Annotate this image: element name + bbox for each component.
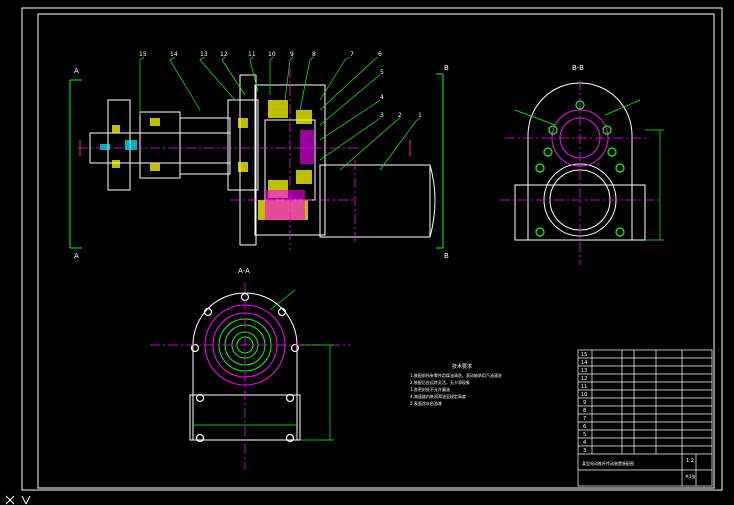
- title-block-sheet: 共1张: [685, 473, 696, 479]
- svg-text:12: 12: [581, 376, 587, 382]
- svg-text:9: 9: [583, 400, 586, 406]
- part-number-1: 1: [418, 112, 422, 119]
- parts-list-numbers: 15 14 13 12 11 10 9 8 7 6 5 4 3: [581, 352, 587, 454]
- svg-text:6: 6: [583, 424, 586, 430]
- title-block-scale: 1:2: [686, 458, 694, 464]
- section-label-b-top: B: [444, 64, 449, 72]
- section-label-a-bottom: A: [74, 252, 79, 260]
- part-number-3: 3: [380, 112, 384, 119]
- view-b-b: B-B: [500, 64, 664, 265]
- part-number-10: 10: [268, 51, 276, 58]
- svg-text:4: 4: [583, 440, 586, 446]
- svg-text:3: 3: [583, 448, 586, 454]
- part-number-9: 9: [290, 51, 294, 58]
- svg-text:14: 14: [581, 360, 587, 366]
- part-number-6: 6: [378, 51, 382, 58]
- part-number-11: 11: [248, 51, 256, 58]
- ucs-cursor-icon: [5, 495, 31, 505]
- part-number-8: 8: [312, 51, 316, 58]
- technical-requirements: 技术要求 1.装配前所有零件用煤油清洗，滚动轴承用汽油清洗 2.装配后应运转灵活…: [410, 363, 502, 406]
- svg-text:5: 5: [583, 432, 586, 438]
- svg-text:13: 13: [581, 368, 587, 374]
- title-block-caption: 某型电动推杆传动装置装配图: [582, 460, 634, 466]
- part-number-13: 13: [200, 51, 208, 58]
- part-number-14: 14: [170, 51, 178, 58]
- part-number-7: 7: [350, 51, 354, 58]
- tech-req-line-5: 5.表面涂灰色油漆: [410, 400, 442, 406]
- svg-text:7: 7: [583, 416, 586, 422]
- tech-req-line-2: 2.装配后应运转灵活，无卡滞现象: [410, 379, 470, 385]
- view-a-a: A-A: [150, 267, 350, 470]
- part-number-5: 5: [380, 69, 384, 76]
- part-number-12: 12: [220, 51, 228, 58]
- section-label-b-bottom: B: [444, 252, 449, 260]
- section-label-a-top: A: [74, 67, 79, 75]
- svg-text:15: 15: [581, 352, 587, 358]
- parts-list-and-title-block: [577, 349, 713, 487]
- section-label-a-a: A-A: [238, 267, 250, 275]
- svg-text:8: 8: [583, 408, 586, 414]
- tech-req-line-3: 3.各密封处不允许漏油: [410, 386, 450, 392]
- tech-req-line-1: 1.装配前所有零件用煤油清洗，滚动轴承用汽油清洗: [410, 372, 502, 378]
- tech-req-title: 技术要求: [452, 363, 472, 370]
- tech-req-line-4: 4.减速器内装润滑油至规定高度: [410, 393, 466, 399]
- part-number-4: 4: [380, 94, 384, 101]
- section-label-b-b: B-B: [572, 64, 584, 72]
- main-section-view: A A B B: [69, 51, 449, 260]
- svg-text:11: 11: [581, 384, 587, 390]
- part-number-2: 2: [398, 112, 402, 119]
- svg-text:10: 10: [581, 392, 587, 398]
- drawing-frame: [21, 7, 723, 491]
- part-number-15: 15: [139, 51, 147, 58]
